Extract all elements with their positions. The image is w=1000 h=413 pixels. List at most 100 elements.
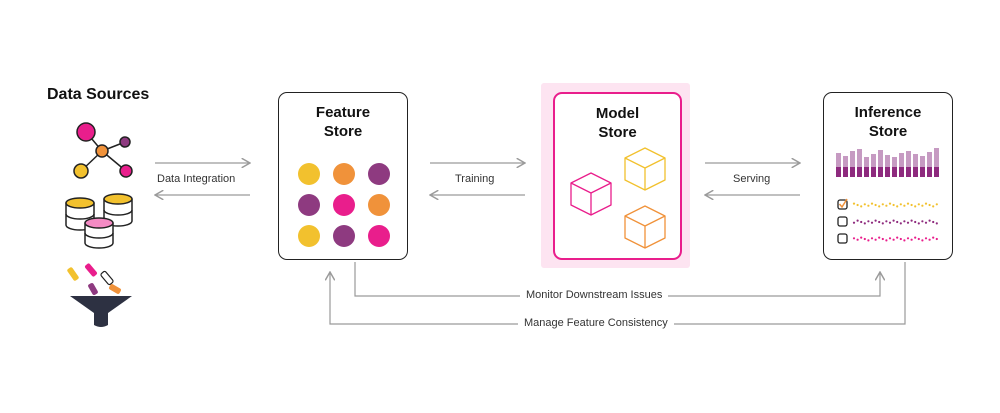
inference-bar-light — [920, 156, 925, 167]
inference-store-card[interactable]: Inference Store — [823, 92, 953, 260]
inference-trail-dot — [874, 219, 877, 222]
inference-trail-dot — [910, 238, 913, 241]
feature-store-card[interactable]: Feature Store — [278, 92, 408, 260]
inference-bar-dark — [850, 167, 855, 177]
inference-bar-light — [913, 154, 918, 167]
inference-bar-dark — [857, 167, 862, 177]
database-cylinders-icon — [65, 193, 133, 249]
inference-trail-dot — [924, 237, 928, 240]
inference-trail-dot — [874, 203, 877, 207]
checkbox-icon — [837, 233, 848, 244]
serving-label: Serving — [727, 173, 777, 185]
inference-bar-dark — [934, 167, 939, 177]
inference-trail-dot — [906, 237, 910, 240]
inference-trail-dot — [906, 202, 910, 205]
inference-bar-dark — [843, 167, 848, 177]
inference-bar-light — [934, 148, 939, 167]
model-store-title-line1: Model — [595, 105, 640, 122]
inference-trail-dot — [870, 237, 874, 240]
inference-bar-light — [885, 155, 890, 167]
inference-trail-dot — [881, 203, 884, 206]
feature-dot — [298, 225, 320, 247]
model-cubes — [570, 147, 666, 249]
inference-trail-dot — [914, 205, 917, 208]
cube-icon-pink — [570, 172, 612, 216]
inference-bar-light — [850, 151, 855, 167]
feature-dots-grid — [298, 163, 390, 247]
inference-trail-dot — [932, 220, 935, 224]
feature-store-title-line2: Store — [323, 123, 363, 140]
inference-trail-dot — [910, 203, 913, 207]
inference-bar-dark — [906, 167, 911, 177]
inference-bar-light — [878, 150, 883, 167]
consistency-label: Manage Feature Consistency — [518, 317, 674, 329]
inference-trail-dot — [921, 220, 924, 223]
inference-bar-dark — [885, 167, 890, 177]
inference-trail-dot — [896, 220, 899, 224]
inference-store-title: Inference Store — [824, 103, 952, 141]
inference-trail-dot — [914, 220, 917, 224]
feature-dot — [368, 225, 390, 247]
inference-trail-dot — [932, 205, 935, 208]
model-store-title-line2: Store — [598, 124, 637, 141]
inference-trail-dot — [935, 237, 938, 241]
inference-trail-dot — [932, 236, 935, 239]
inference-trail-dot — [899, 203, 902, 206]
inference-trail-dot — [892, 219, 895, 222]
inference-trail-dot — [856, 238, 859, 241]
feature-dot — [333, 163, 355, 185]
data-integration-label: Data Integration — [151, 173, 242, 185]
training-label: Training — [449, 173, 501, 185]
inference-trail-dot — [935, 222, 938, 225]
inference-bar-dark — [871, 167, 876, 177]
inference-trail-dot — [928, 238, 931, 241]
inference-bar-light — [899, 153, 904, 167]
feature-store-title: Feature Store — [279, 103, 407, 141]
inference-bar-dark — [864, 167, 869, 177]
inference-trail-dot — [888, 237, 892, 240]
inference-bar-dark — [878, 167, 883, 177]
feature-dot — [333, 194, 355, 216]
inference-trail-dot — [896, 236, 899, 239]
checkbox-icon — [837, 216, 848, 227]
feature-dot — [333, 225, 355, 247]
inference-bar-light — [836, 153, 841, 167]
feature-store-title-line1: Feature — [315, 104, 371, 121]
inference-trail-dot — [917, 222, 920, 225]
inference-trail-dot — [921, 239, 924, 242]
inference-bar-light — [871, 154, 876, 167]
inference-trail-dot — [870, 202, 874, 205]
inference-bar-light — [864, 157, 869, 167]
inference-trail-dot — [903, 204, 906, 207]
inference-trail-dot — [856, 203, 859, 207]
inference-trail-dot — [856, 219, 859, 222]
model-store-title: Model Store — [555, 104, 680, 142]
inference-trail-dot — [910, 219, 913, 222]
feature-dot — [298, 163, 320, 185]
inference-trail-dot — [892, 203, 895, 207]
model-store-card[interactable]: Model Store — [553, 92, 682, 260]
inference-bar-dark — [836, 167, 841, 177]
inference-trail-dot — [852, 202, 856, 205]
inference-trail-dot — [924, 221, 928, 224]
inference-trail-dot — [888, 202, 892, 205]
inference-store-title-line2: Store — [868, 123, 908, 140]
funnel-icon — [67, 263, 132, 327]
inference-trail-dot — [863, 203, 866, 206]
inference-trail-dot — [928, 219, 931, 222]
monitor-label: Monitor Downstream Issues — [520, 289, 669, 301]
inference-trail-dot — [852, 221, 856, 224]
feature-dot — [368, 194, 390, 216]
inference-trail-dot — [896, 205, 899, 208]
cube-icon-yellow — [624, 147, 666, 191]
inference-trail-dot — [903, 239, 906, 242]
inference-bar-light — [857, 149, 862, 167]
inference-trail-dot — [885, 220, 888, 223]
inference-trail-dot — [892, 238, 895, 241]
inference-trail-dot — [867, 220, 870, 223]
inference-trail-dot — [860, 205, 863, 208]
inference-store-title-line1: Inference — [854, 104, 922, 121]
check-mark-icon — [838, 198, 848, 209]
inference-trail-dot — [921, 204, 924, 207]
inference-trail-dot — [867, 239, 870, 242]
